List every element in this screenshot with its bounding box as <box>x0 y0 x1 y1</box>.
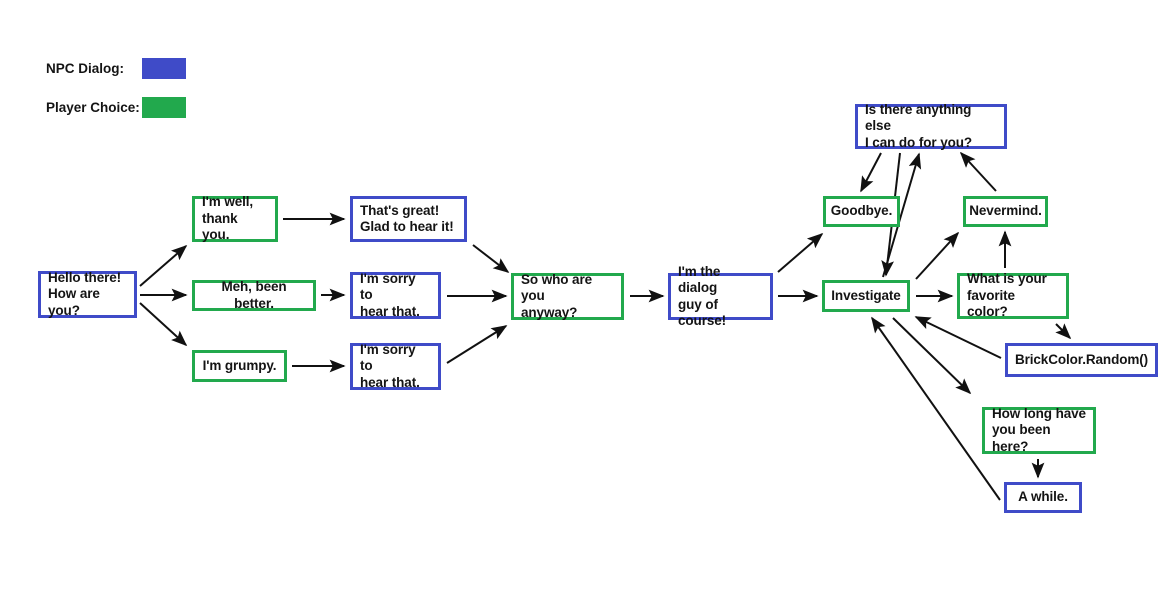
legend-label-player-choice: Player Choice: <box>46 100 140 115</box>
legend-label-npc-dialog: NPC Dialog: <box>46 61 125 76</box>
dialog-node-favcolor[interactable]: What is your favorite color? <box>957 271 1069 319</box>
edge-sorry2-to-whoareyou <box>446 325 508 364</box>
legend-item-player-choice: Player Choice: <box>46 97 186 118</box>
edge-investigate-to-nevermind <box>915 231 960 280</box>
dialog-node-meh[interactable]: Meh, been better. <box>192 279 316 311</box>
edge-nevermind-to-anythingelse <box>959 151 997 192</box>
edge-dialogguy-to-goodbye <box>777 232 824 273</box>
legend-item-npc-dialog: NPC Dialog: <box>46 58 186 79</box>
legend-swatch-player-choice <box>142 97 186 118</box>
edge-awhile-to-investigate <box>871 316 1001 501</box>
dialog-node-well[interactable]: I'm well, thank you. <box>192 194 278 242</box>
edge-great-to-whoareyou <box>472 244 510 273</box>
legend-swatch-npc-dialog <box>142 58 186 79</box>
edge-favcolor-to-brickcolor <box>1055 323 1072 340</box>
dialog-node-sorry2[interactable]: I'm sorry to hear that. <box>350 342 441 390</box>
dialog-node-dialogguy[interactable]: I'm the dialog guy of course! <box>668 264 773 328</box>
dialog-node-whoareyou[interactable]: So who are you anyway? <box>511 272 624 320</box>
dialog-node-nevermind[interactable]: Nevermind. <box>963 196 1048 227</box>
dialog-node-brickcolor[interactable]: BrickColor.Random() <box>1005 343 1158 377</box>
edge-investigate-to-howlong <box>892 317 972 395</box>
edge-hello-to-well <box>139 244 188 287</box>
edge-brickcolor-to-investigate <box>914 316 1002 359</box>
dialog-node-investigate[interactable]: Investigate <box>822 280 910 312</box>
dialog-node-awhile[interactable]: A while. <box>1004 482 1082 513</box>
edge-hello-to-grumpy <box>139 302 188 347</box>
dialog-node-grumpy[interactable]: I'm grumpy. <box>192 350 287 382</box>
dialog-node-anythingelse[interactable]: Is there anything else I can do for you? <box>855 102 1007 150</box>
dialog-node-sorry1[interactable]: I'm sorry to hear that. <box>350 271 441 319</box>
dialog-node-hello[interactable]: Hello there! How are you? <box>38 270 137 318</box>
dialog-node-great[interactable]: That's great! Glad to hear it! <box>350 196 467 242</box>
dialog-node-goodbye[interactable]: Goodbye. <box>823 196 900 227</box>
edge-anythingelse-to-goodbye <box>860 152 882 193</box>
dialog-node-howlong[interactable]: How long have you been here? <box>982 406 1096 454</box>
